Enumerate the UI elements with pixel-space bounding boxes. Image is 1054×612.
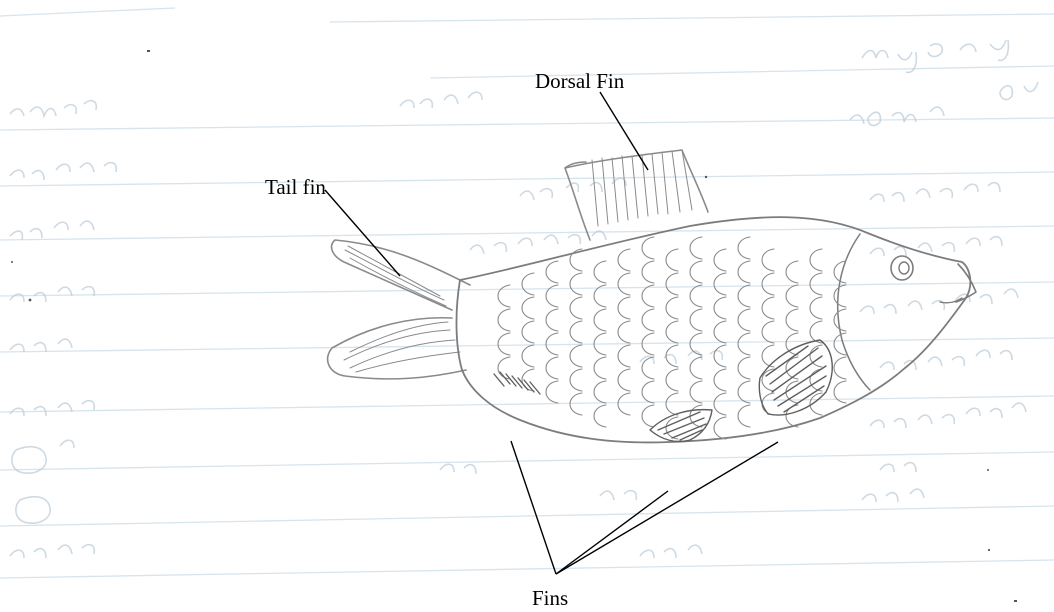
scale-arc: [714, 273, 726, 295]
scale-arc: [762, 273, 774, 295]
scale-arc: [738, 261, 750, 283]
scale-arc: [666, 297, 678, 319]
scale-arc: [570, 297, 582, 319]
scale-arc: [690, 309, 702, 331]
scale-arc: [738, 333, 750, 355]
scale-arc: [594, 309, 606, 331]
scale-arc: [834, 333, 846, 355]
scale-arc: [546, 309, 558, 331]
scale-arc: [738, 237, 750, 259]
scale-arc: [690, 357, 702, 379]
scale-arc: [642, 381, 654, 403]
scale-arc: [738, 405, 750, 427]
scale-arc: [762, 297, 774, 319]
scale-arc: [786, 309, 798, 331]
scale-arc: [618, 249, 630, 271]
scale-arc: [714, 321, 726, 343]
scale-arc: [618, 273, 630, 295]
scale-arc: [738, 381, 750, 403]
scale-arc: [738, 357, 750, 379]
scale-arc: [810, 297, 822, 319]
scale-arc: [786, 405, 798, 427]
scale-arc: [522, 345, 534, 367]
pectoral-fin: [759, 340, 832, 415]
scale-arc: [498, 309, 510, 331]
paper-specks: [11, 50, 1017, 602]
scale-arc: [666, 321, 678, 343]
scale-arc: [714, 345, 726, 367]
scale-arc: [666, 369, 678, 391]
leader-lines: [325, 92, 778, 574]
scale-arc: [546, 381, 558, 403]
scale-arc: [546, 261, 558, 283]
scale-arc: [690, 237, 702, 259]
scale-arc: [594, 357, 606, 379]
scale-arc: [498, 285, 510, 307]
scale-arc: [666, 273, 678, 295]
scale-arc: [834, 357, 846, 379]
scale-arc: [618, 369, 630, 391]
scale-arc: [618, 345, 630, 367]
fins-leader-middle: [556, 491, 668, 574]
scale-arc: [618, 321, 630, 343]
scale-arc: [762, 393, 774, 415]
scale-arc: [810, 249, 822, 271]
scale-arc: [786, 261, 798, 283]
scale-arc: [594, 381, 606, 403]
scale-arc: [522, 273, 534, 295]
scale-arc: [714, 393, 726, 415]
scale-arc: [738, 285, 750, 307]
scale-arc: [834, 285, 846, 307]
scale-arc: [642, 237, 654, 259]
scale-arc: [546, 357, 558, 379]
scale-arc: [714, 249, 726, 271]
scale-arc: [642, 309, 654, 331]
scale-arc: [762, 249, 774, 271]
scale-arc: [666, 393, 678, 415]
scale-arc: [642, 405, 654, 427]
fish-body: [456, 217, 976, 442]
scale-arc: [570, 345, 582, 367]
scale-arc: [570, 273, 582, 295]
tail-fin-leader: [325, 190, 400, 276]
scale-arc: [498, 333, 510, 355]
scale-arc: [570, 393, 582, 415]
scale-arc: [738, 309, 750, 331]
scale-arc: [810, 273, 822, 295]
scale-arc: [762, 321, 774, 343]
scale-arc: [522, 297, 534, 319]
fish-scales: [498, 237, 846, 439]
scale-arc: [594, 261, 606, 283]
scale-arc: [714, 369, 726, 391]
dorsal-fin-label: Dorsal Fin: [535, 71, 624, 92]
pelvic-fin: [650, 410, 712, 442]
tail-fin: [328, 240, 470, 379]
scale-arc: [714, 297, 726, 319]
fins-label: Fins: [532, 588, 568, 609]
scale-arc: [570, 321, 582, 343]
scale-arc: [642, 285, 654, 307]
scale-arc: [786, 285, 798, 307]
scale-arc: [714, 417, 726, 439]
scale-arc: [690, 261, 702, 283]
tail-fin-label: Tail fin: [265, 177, 326, 198]
scale-arc: [690, 285, 702, 307]
scale-arc: [642, 261, 654, 283]
fins-leader-right: [556, 442, 778, 574]
scale-arc: [570, 369, 582, 391]
scale-arc: [594, 405, 606, 427]
scale-arc: [618, 297, 630, 319]
scale-arc: [690, 381, 702, 403]
scale-arc: [666, 249, 678, 271]
scale-arc: [618, 393, 630, 415]
scale-arc: [642, 357, 654, 379]
scale-arc: [522, 321, 534, 343]
